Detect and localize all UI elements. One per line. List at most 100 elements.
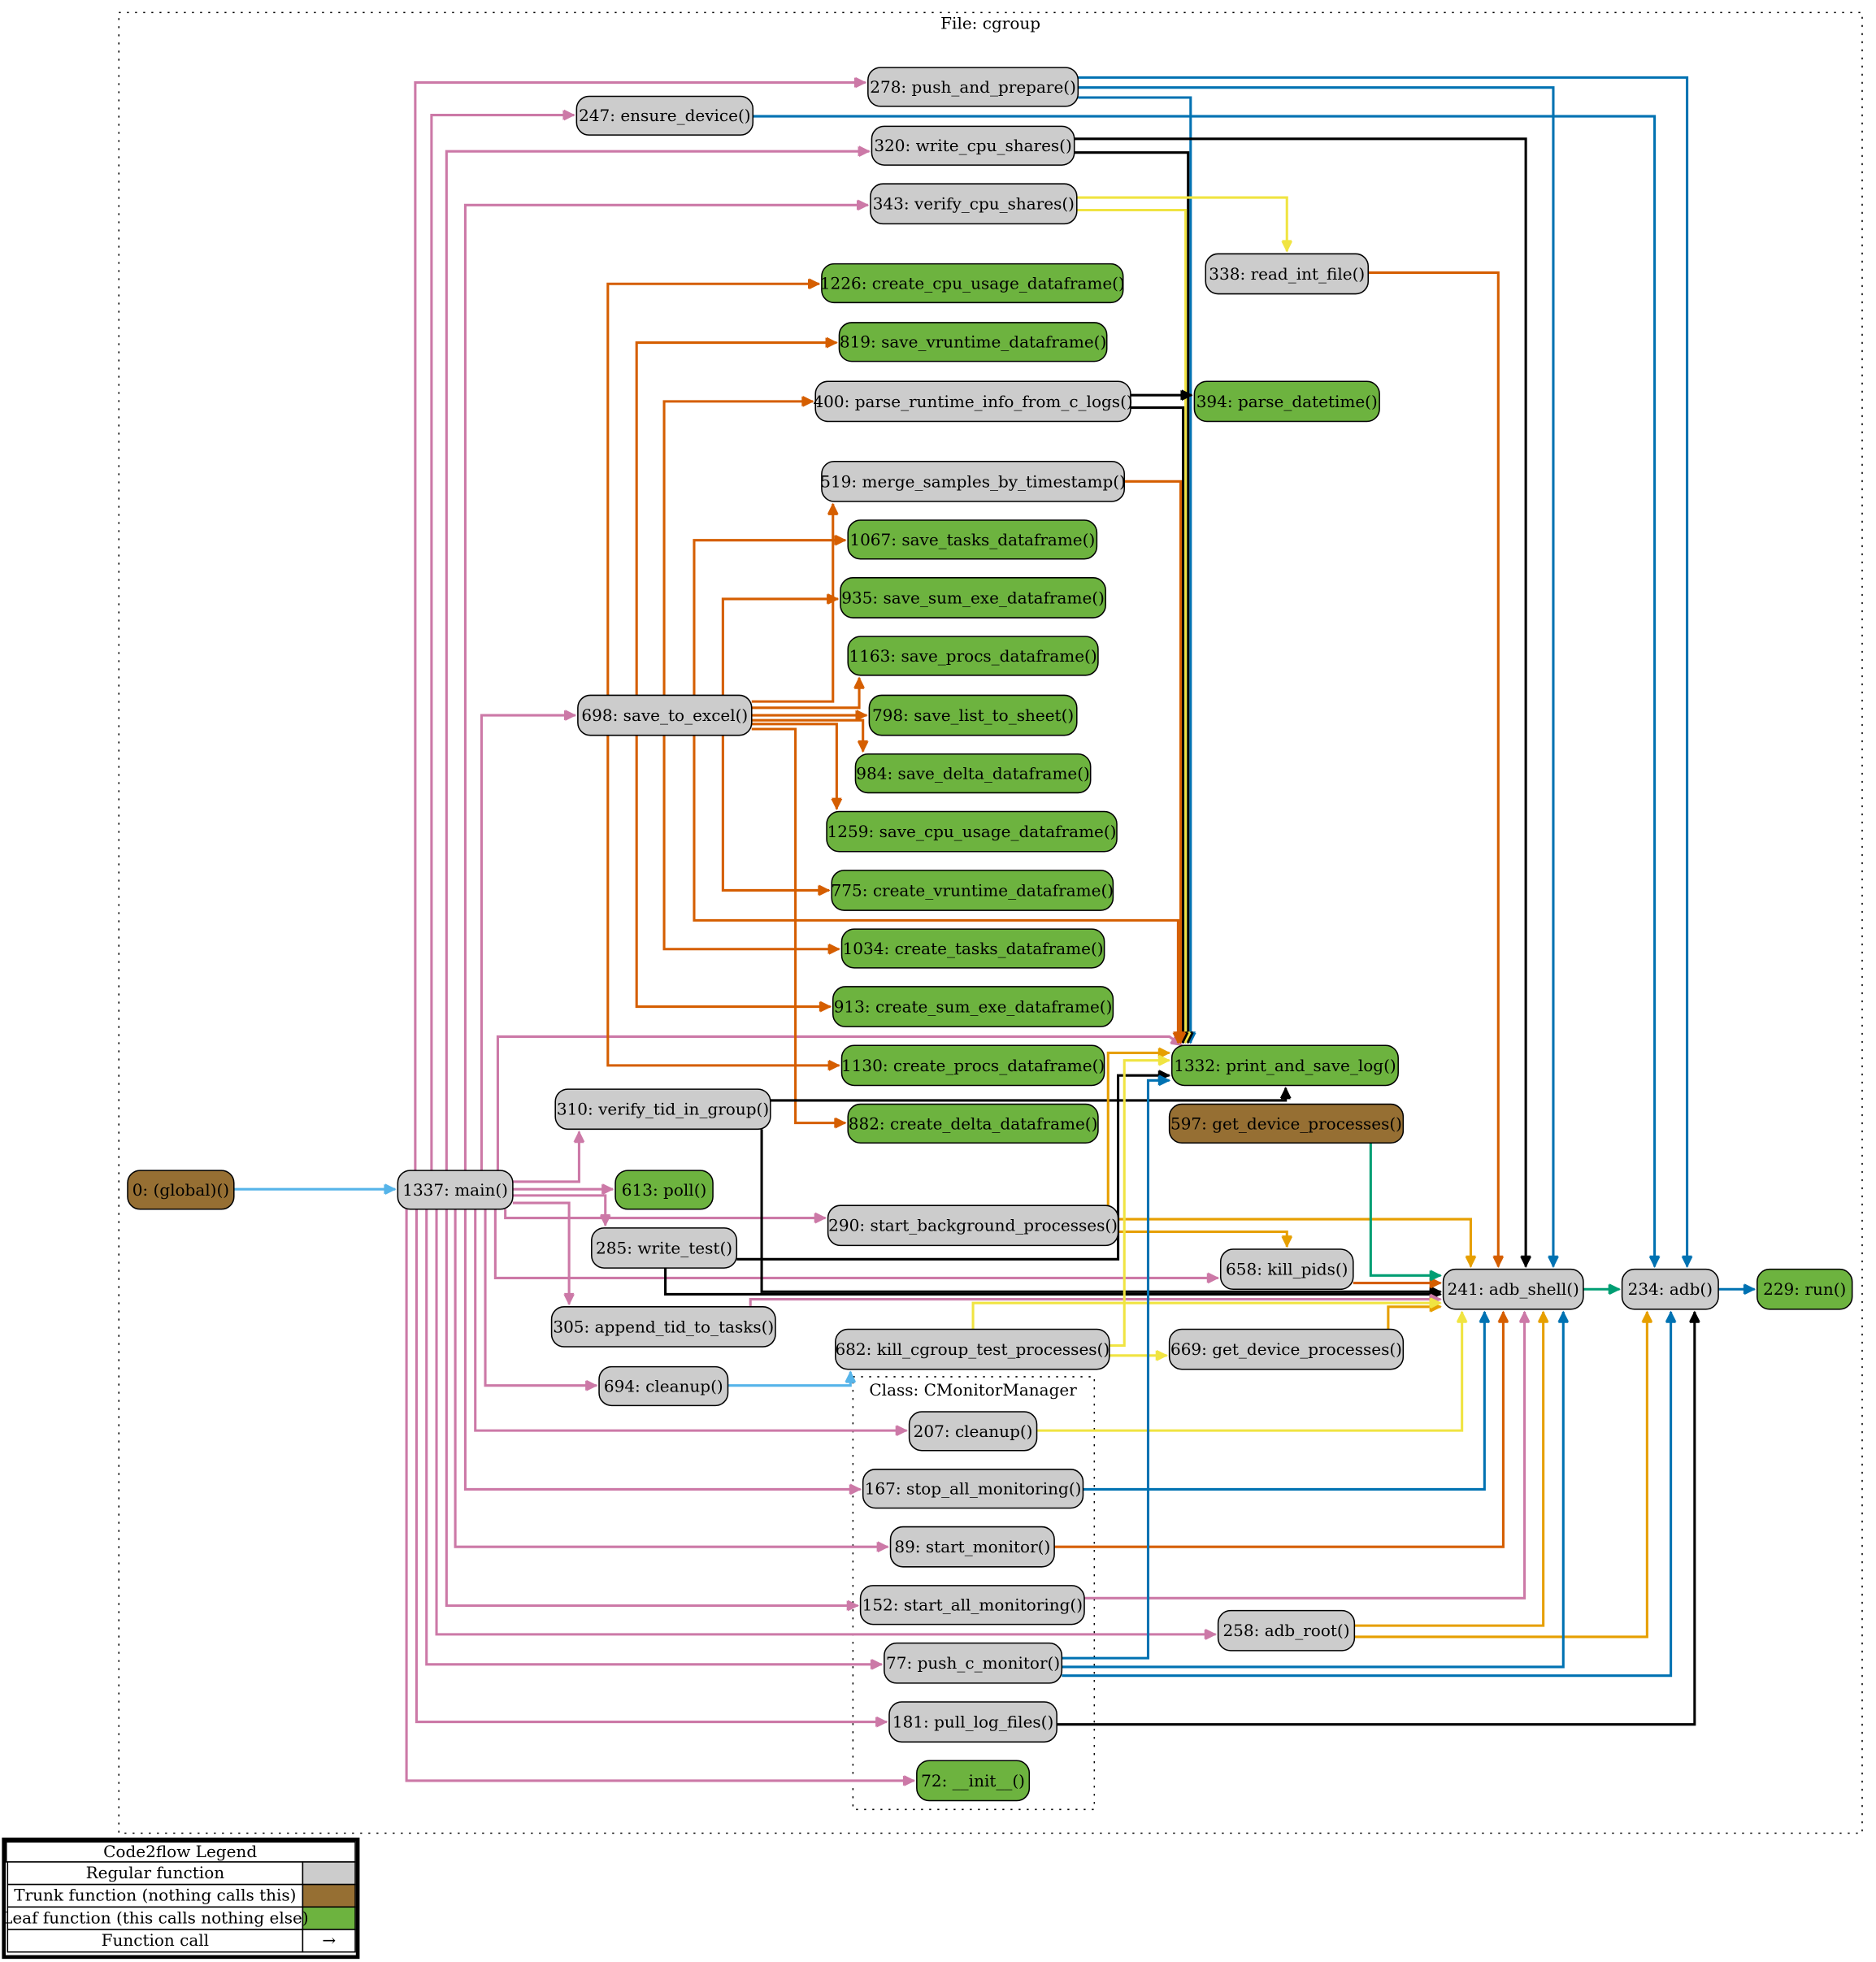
function-node-box[interactable]: [1205, 253, 1370, 295]
function-node-write-test[interactable]: 285: write_test(): [591, 1227, 738, 1269]
edge-main-to-start-background-processes: [504, 1209, 827, 1224]
edge-arrowhead: [819, 1001, 831, 1012]
function-node-run[interactable]: 229: run(): [1756, 1268, 1853, 1310]
function-node-save-tasks-dataframe[interactable]: 1067: save_tasks_dataframe(): [847, 519, 1098, 560]
function-node-cleanup-694[interactable]: 694: cleanup(): [598, 1365, 729, 1407]
function-node-start-background-processes[interactable]: 290: start_background_processes(): [827, 1205, 1119, 1247]
function-node-box[interactable]: [888, 1701, 1057, 1743]
function-node-save-sum-exe-dataframe[interactable]: 935: save_sum_exe_dataframe(): [840, 577, 1106, 619]
function-node-box[interactable]: [826, 810, 1118, 853]
function-node-print-and-save-log[interactable]: 1332: print_and_save_log(): [1170, 1044, 1399, 1087]
function-node-create-delta-dataframe[interactable]: 882: create_delta_dataframe(): [847, 1103, 1099, 1144]
function-node-box[interactable]: [1756, 1268, 1853, 1310]
function-node-box[interactable]: [1168, 1103, 1405, 1144]
function-node-start-monitor[interactable]: 89: start_monitor(): [889, 1526, 1055, 1568]
function-node-box[interactable]: [867, 67, 1079, 107]
function-node-box[interactable]: [838, 322, 1108, 362]
function-node-verify-tid-in-group[interactable]: 310: verify_tid_in_group(): [554, 1088, 771, 1131]
function-node-box[interactable]: [832, 986, 1114, 1027]
function-node-ensure-device[interactable]: 247: ensure_device(): [575, 95, 754, 136]
function-node-box[interactable]: [550, 1306, 776, 1348]
function-node-box[interactable]: [827, 1205, 1119, 1247]
function-node-box[interactable]: [859, 1585, 1085, 1626]
function-node-box[interactable]: [871, 125, 1075, 166]
class-cluster-label: Class: CMonitorManager: [869, 1380, 1077, 1400]
function-node-kill-cgroup-test-processes[interactable]: 682: kill_cgroup_test_processes(): [835, 1328, 1110, 1370]
function-node-start-all-monitoring[interactable]: 152: start_all_monitoring(): [859, 1585, 1085, 1626]
function-node-verify-cpu-shares[interactable]: 343: verify_cpu_shares(): [870, 183, 1078, 225]
function-node-box[interactable]: [908, 1411, 1038, 1452]
function-node-box[interactable]: [854, 753, 1092, 794]
function-node-label: 167: stop_all_monitoring(): [865, 1479, 1082, 1499]
function-node-parse-datetime[interactable]: 394: parse_datetime(): [1193, 380, 1380, 423]
function-node-save-vruntime-dataframe[interactable]: 819: save_vruntime_dataframe(): [838, 322, 1108, 362]
function-node-box[interactable]: [1217, 1609, 1356, 1652]
function-node-get-device-processes-669[interactable]: 669: get_device_processes(): [1168, 1328, 1405, 1370]
function-node-box[interactable]: [591, 1227, 738, 1269]
function-node-read-int-file[interactable]: 338: read_int_file(): [1205, 253, 1370, 295]
function-node-box[interactable]: [847, 1103, 1099, 1144]
function-node-box[interactable]: [397, 1170, 514, 1210]
function-node-box[interactable]: [831, 870, 1114, 911]
function-node-merge-samples[interactable]: 519: merge_samples_by_timestamp(): [820, 460, 1126, 502]
function-node-box[interactable]: [1170, 1044, 1399, 1087]
function-node-box[interactable]: [598, 1365, 729, 1407]
function-node-box[interactable]: [821, 263, 1124, 304]
function-node-init[interactable]: 72: __init__(): [916, 1760, 1031, 1802]
function-node-box[interactable]: [847, 636, 1099, 676]
edge-arrowhead: [1155, 1350, 1167, 1361]
function-node-adb-root[interactable]: 258: adb_root(): [1217, 1609, 1356, 1652]
function-node-box[interactable]: [614, 1170, 714, 1210]
function-node-create-procs-dataframe[interactable]: 1130: create_procs_dataframe(): [840, 1044, 1105, 1087]
function-node-box[interactable]: [1621, 1268, 1719, 1310]
function-node-box[interactable]: [840, 577, 1106, 619]
edge-push-and-prepare-to-adb: [1078, 76, 1693, 1268]
function-node-create-tasks-dataframe[interactable]: 1034: create_tasks_dataframe(): [840, 928, 1105, 969]
function-node-box[interactable]: [868, 694, 1078, 736]
function-node-box[interactable]: [847, 519, 1098, 560]
function-node-create-vruntime-dataframe[interactable]: 775: create_vruntime_dataframe(): [831, 870, 1114, 911]
edge-save-to-excel-to-save-tasks-dataframe: [693, 534, 847, 696]
function-node-adb-shell[interactable]: 241: adb_shell(): [1442, 1268, 1584, 1310]
function-node-box[interactable]: [870, 183, 1078, 225]
function-node-cm-cleanup[interactable]: 207: cleanup(): [908, 1411, 1038, 1452]
function-node-box[interactable]: [916, 1760, 1031, 1802]
function-node-kill-pids[interactable]: 658: kill_pids(): [1219, 1248, 1354, 1291]
function-node-box[interactable]: [840, 1044, 1105, 1087]
function-node-create-cpu-usage-dataframe[interactable]: 1226: create_cpu_usage_dataframe(): [820, 263, 1125, 304]
function-node-save-cpu-usage-dataframe[interactable]: 1259: save_cpu_usage_dataframe(): [826, 810, 1118, 853]
function-node-box[interactable]: [889, 1526, 1055, 1568]
file-cluster-label: File: cgroup: [940, 13, 1040, 33]
function-node-create-sum-exe-dataframe[interactable]: 913: create_sum_exe_dataframe(): [832, 986, 1114, 1027]
function-node-get-device-processes-597[interactable]: 597: get_device_processes(): [1168, 1103, 1405, 1144]
function-node-box[interactable]: [1219, 1248, 1354, 1291]
function-node-box[interactable]: [1193, 380, 1380, 423]
function-node-parse-runtime-info[interactable]: 400: parse_runtime_info_from_c_logs(): [813, 380, 1133, 423]
function-node-main[interactable]: 1337: main(): [397, 1170, 514, 1210]
function-node-write-cpu-shares[interactable]: 320: write_cpu_shares(): [871, 125, 1075, 166]
function-node-box[interactable]: [554, 1088, 771, 1131]
function-node-box[interactable]: [575, 95, 754, 136]
function-node-box[interactable]: [1168, 1328, 1405, 1370]
function-node-append-tid-to-tasks[interactable]: 305: append_tid_to_tasks(): [550, 1306, 776, 1348]
function-node-stop-all-monitoring[interactable]: 167: stop_all_monitoring(): [862, 1469, 1084, 1509]
function-node-box[interactable]: [1442, 1268, 1584, 1310]
function-node-save-procs-dataframe[interactable]: 1163: save_procs_dataframe(): [847, 636, 1099, 676]
function-node-box[interactable]: [862, 1469, 1084, 1509]
function-node-adb[interactable]: 234: adb(): [1621, 1268, 1719, 1310]
function-node-global[interactable]: 0: (global)(): [127, 1170, 235, 1210]
function-node-box[interactable]: [821, 460, 1126, 502]
function-node-pull-log-files[interactable]: 181: pull_log_files(): [888, 1701, 1057, 1743]
function-node-box[interactable]: [884, 1642, 1063, 1684]
function-node-poll[interactable]: 613: poll(): [614, 1170, 714, 1210]
function-node-save-to-excel[interactable]: 698: save_to_excel(): [577, 694, 753, 736]
function-node-push-and-prepare[interactable]: 278: push_and_prepare(): [867, 67, 1079, 107]
function-node-box[interactable]: [814, 380, 1131, 423]
function-node-save-delta-dataframe[interactable]: 984: save_delta_dataframe(): [854, 753, 1092, 794]
function-node-box[interactable]: [577, 694, 753, 736]
function-node-box[interactable]: [127, 1170, 235, 1210]
function-node-box[interactable]: [835, 1328, 1110, 1370]
function-node-push-c-monitor[interactable]: 77: push_c_monitor(): [884, 1642, 1063, 1684]
function-node-save-list-to-sheet[interactable]: 798: save_list_to_sheet(): [868, 694, 1078, 736]
function-node-box[interactable]: [840, 928, 1105, 969]
